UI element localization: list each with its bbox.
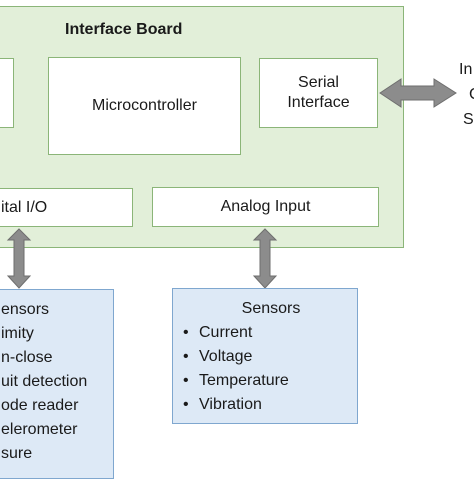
- bullet-icon: •: [183, 372, 189, 389]
- digital-sensors-box: ensors imity n-close uit detection ode r…: [0, 289, 114, 479]
- external-label-line3: S: [463, 111, 474, 128]
- analog-sensor-item: •Vibration: [173, 393, 357, 417]
- analog-sensor-item: •Temperature: [173, 369, 357, 393]
- digital-bidirectional-arrow: [6, 228, 32, 289]
- analog-bidirectional-arrow: [252, 228, 278, 289]
- serial-bidirectional-arrow: [379, 78, 457, 108]
- bullet-icon: •: [183, 348, 189, 365]
- microcontroller-block: Microcontroller: [48, 57, 241, 155]
- board-title: Interface Board: [65, 21, 183, 38]
- serial-label-line1: Serial: [298, 74, 339, 91]
- digital-io-label: ital I/O: [1, 198, 48, 216]
- digital-sensor-item: ode reader: [1, 397, 79, 414]
- serial-interface-block: Serial Interface: [259, 58, 378, 128]
- analog-sensor-item: •Current: [173, 321, 357, 345]
- analog-input-block: Analog Input: [152, 187, 379, 227]
- microcontroller-label: Microcontroller: [92, 97, 197, 114]
- analog-sensor-item: •Voltage: [173, 345, 357, 369]
- analog-sensors-box: Sensors •Current •Voltage •Temperature •…: [172, 288, 358, 424]
- bullet-icon: •: [183, 396, 189, 413]
- bullet-icon: •: [183, 324, 189, 341]
- analog-sensors-list: •Current •Voltage •Temperature •Vibratio…: [173, 321, 357, 417]
- digital-sensors-title: ensors: [1, 301, 50, 318]
- digital-sensor-item: n-close: [1, 349, 53, 366]
- analog-input-label: Analog Input: [220, 198, 311, 215]
- digital-sensor-item: elerometer: [1, 421, 78, 438]
- left-partial-block: [0, 58, 14, 128]
- external-label-line2: C: [469, 83, 474, 107]
- serial-label-line2: Interface: [287, 94, 350, 111]
- digital-sensor-item: sure: [1, 445, 33, 462]
- digital-sensor-item: uit detection: [1, 373, 88, 390]
- analog-sensors-title: Sensors: [241, 300, 301, 317]
- external-label-line1: In: [459, 61, 473, 78]
- digital-io-block: ital I/O: [0, 188, 133, 227]
- digital-sensor-item: imity: [1, 325, 34, 342]
